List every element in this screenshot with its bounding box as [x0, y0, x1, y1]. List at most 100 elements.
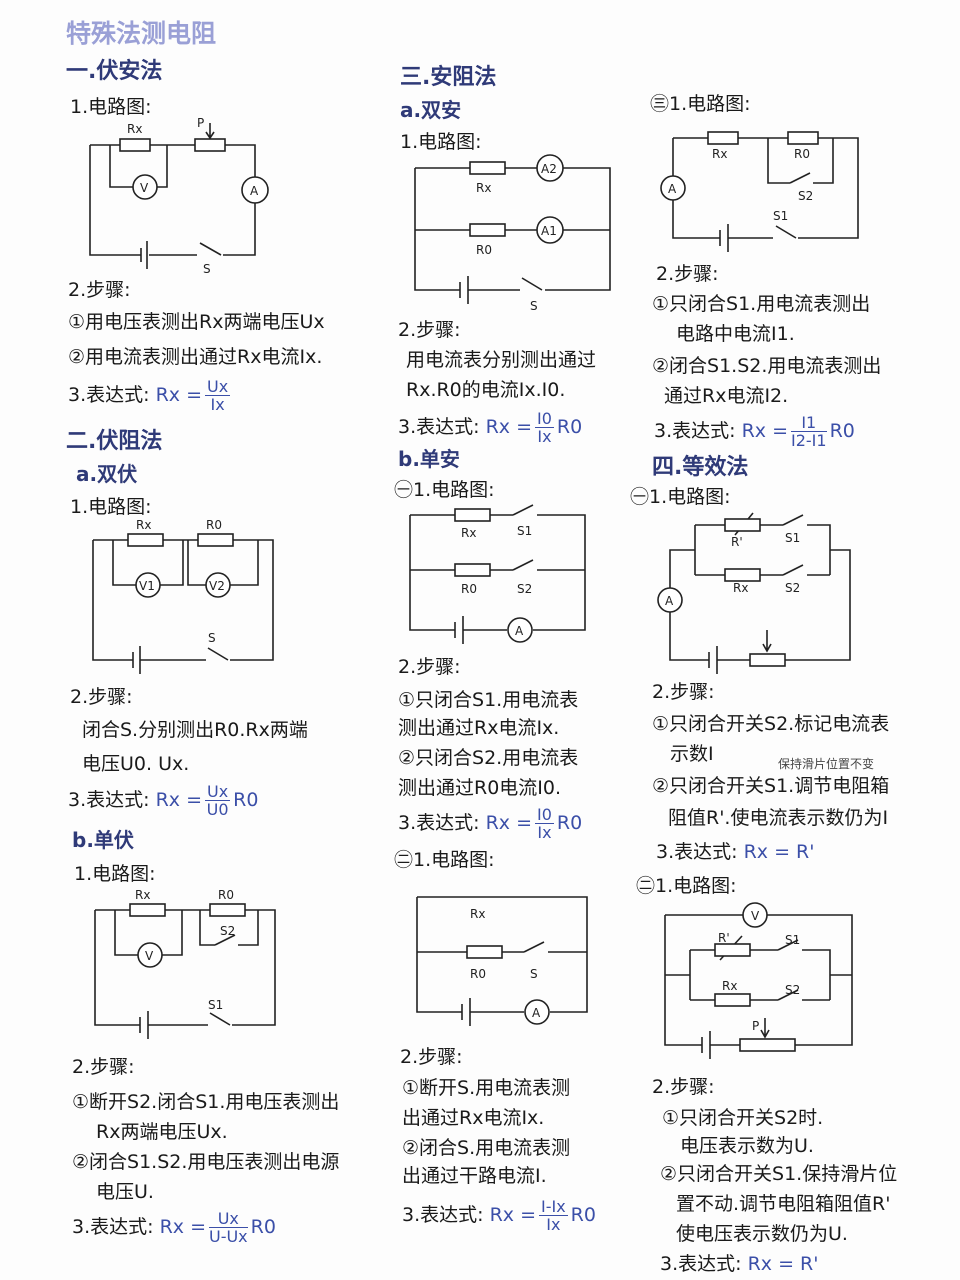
circuit-wire: [701, 1031, 711, 1059]
step-line: 置不动.调节电阻箱阻值R': [676, 1193, 891, 1215]
expr-value: Rx = R': [743, 841, 815, 863]
expr-lhs: Rx =: [155, 384, 202, 406]
step-line: ②闭合S.用电流表测: [402, 1137, 571, 1159]
diagram-label: ㊂1.电路图:: [650, 93, 751, 115]
subsection-heading: a.双伏: [76, 462, 138, 486]
label-rx: Rx: [722, 979, 737, 993]
meter-icon: [135, 572, 161, 598]
denominator: Ix: [537, 427, 552, 446]
expression: 3.表达式: Rx = R': [660, 1252, 818, 1276]
section-ammeter-resistor-heading: 三.安阻法: [400, 65, 497, 90]
label-switch: S: [203, 262, 211, 276]
resistor-icon: [194, 138, 226, 152]
label-r0: R0: [470, 967, 486, 981]
circuit-wire: [664, 914, 853, 1046]
steps-label: 2.步骤:: [70, 686, 133, 708]
section-equivalent-heading: 四.等效法: [652, 455, 749, 480]
steps-label: 2.步骤:: [652, 681, 715, 703]
voltmeter-icon: V2: [209, 579, 225, 593]
label-p: P: [197, 116, 204, 130]
denominator: Ix: [546, 1215, 561, 1234]
steps-label: 2.步骤:: [72, 1056, 135, 1078]
label-s1: S1: [517, 524, 532, 538]
expr-tail: R0: [556, 812, 583, 834]
label-rx: Rx: [712, 147, 727, 161]
label-switch: S: [208, 631, 216, 645]
circuit-wire: [459, 276, 469, 304]
voltmeter-icon: V: [145, 949, 154, 963]
meter-icon: [137, 942, 163, 968]
step-line: 闭合S.分别测出R0.Rx两端: [82, 719, 308, 741]
label-rx: Rx: [733, 581, 748, 595]
resistor-icon: [714, 943, 751, 957]
expr-lhs: Rx =: [741, 420, 788, 442]
steps-label: 2.步骤:: [400, 1046, 463, 1068]
label-rx: Rx: [136, 518, 151, 532]
resistor-icon: [197, 533, 234, 547]
label-resistance-box: R': [718, 931, 730, 945]
label-s1: S1: [773, 209, 788, 223]
steps-label: 2.步骤:: [398, 656, 461, 678]
expression: 3.表达式: Rx = R': [656, 840, 814, 864]
denominator: U0: [206, 800, 229, 819]
resistor-icon: [749, 653, 786, 667]
resistor-icon: [739, 1038, 796, 1052]
label-s2: S2: [517, 582, 532, 596]
expr-tail: R0: [570, 1204, 596, 1226]
label-s1: S1: [785, 531, 800, 545]
circuit-wire: [708, 646, 718, 674]
step-line: Rx.R0的电流Ix.I0.: [406, 379, 566, 401]
ammeter-icon: A: [250, 184, 259, 198]
voltmeter-icon: V1: [139, 579, 155, 593]
resistor-icon: [127, 533, 164, 547]
diagram-label: ㊀1.电路图:: [630, 486, 731, 508]
expr-label: 3.表达式:: [68, 789, 150, 811]
numerator: Ux: [204, 782, 231, 801]
step-line: ②只闭合S2.用电流表: [398, 747, 579, 769]
expr-tail: R0: [233, 789, 259, 811]
ammeter-icon: A2: [541, 162, 557, 176]
step-line: ①断开S2.闭合S1.用电压表测出: [72, 1091, 340, 1113]
circuit-wire: [132, 646, 141, 674]
step-1: ①用电压表测出Rx两端电压Ux: [68, 311, 325, 333]
label-r0: R0: [476, 243, 492, 257]
side-note: 保持滑片位置不变: [778, 757, 875, 771]
step-line: 使电压表示数仍为U.: [676, 1223, 848, 1245]
step-line: ①断开S.用电流表测: [402, 1077, 571, 1099]
expr-lhs: Rx =: [155, 789, 202, 811]
label-rx: Rx: [461, 526, 476, 540]
resistor-icon: [119, 138, 151, 152]
step-line: 示数I: [670, 743, 714, 765]
step-line: 电压表示数为U.: [680, 1135, 814, 1157]
expr-label: 3.表达式:: [68, 384, 150, 406]
label-s2: S2: [785, 983, 800, 997]
step-line: ②只闭合开关S1.保持滑片位: [660, 1163, 898, 1185]
expr-label: 3.表达式:: [72, 1216, 154, 1238]
denominator: U-Ux: [208, 1227, 248, 1246]
label-rx: Rx: [476, 181, 491, 195]
meter-icon: [660, 175, 686, 201]
step-line: 出通过干路电流I.: [402, 1165, 547, 1187]
expr-lhs: Rx =: [485, 416, 532, 438]
label-s2: S2: [220, 924, 235, 938]
expr-label: 3.表达式:: [654, 420, 736, 442]
voltmeter-icon: V: [140, 181, 149, 195]
expr-label: 3.表达式:: [402, 1204, 484, 1226]
circuit-wire: [140, 241, 148, 269]
resistor-icon: [707, 131, 739, 145]
diagram-label: ㊀1.电路图:: [394, 479, 495, 501]
expr-lhs: Rx =: [485, 812, 532, 834]
label-r0: R0: [461, 582, 477, 596]
diagram-label: ㊁1.电路图:: [394, 849, 495, 871]
